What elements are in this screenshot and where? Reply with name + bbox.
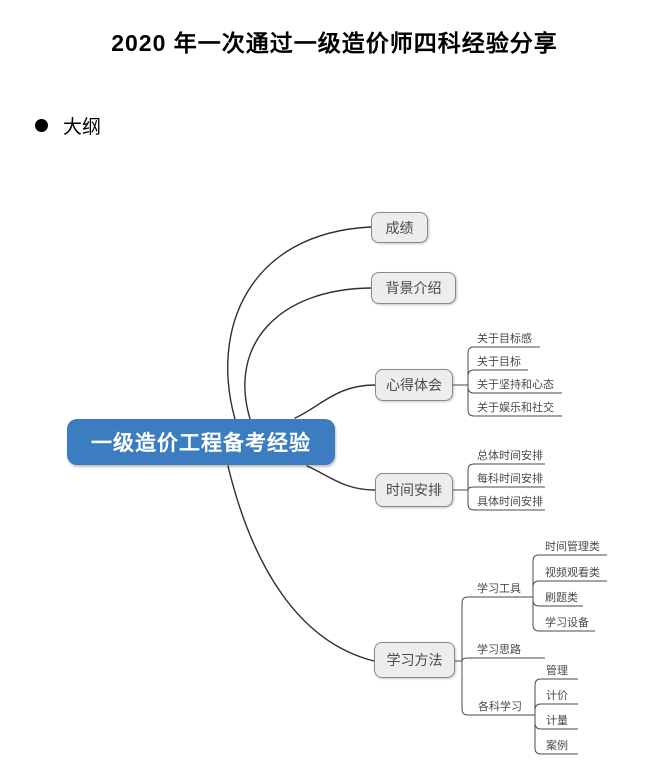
bracket-line xyxy=(467,490,545,511)
bracket-line xyxy=(461,596,533,661)
bracket-line xyxy=(467,463,545,490)
leaf-measurement: 计量 xyxy=(546,715,568,727)
outline-label: 大纲 xyxy=(63,117,102,138)
bracket-line xyxy=(467,369,528,385)
root-node: 一级造价工程备考经验 xyxy=(67,419,335,465)
connector-root-schedule xyxy=(306,465,376,491)
bracket-line xyxy=(532,597,595,632)
leaf-question-drills: 刷题类 xyxy=(545,592,578,604)
connector-root-insights xyxy=(294,384,376,419)
subject-study-bracket xyxy=(534,678,578,755)
methods-bracket xyxy=(455,596,545,716)
subbranch-subject-study: 各科学习 xyxy=(478,701,522,713)
bracket-line xyxy=(467,486,545,491)
outline-item: 大纲 xyxy=(35,112,101,139)
leaf-goal-sense: 关于目标感 xyxy=(477,333,532,345)
bracket-line xyxy=(461,661,535,716)
bracket-line xyxy=(534,678,578,715)
leaf-pricing: 计价 xyxy=(546,690,568,702)
bracket-line xyxy=(461,657,545,662)
bracket-line xyxy=(467,346,540,385)
leaf-study-devices: 学习设备 xyxy=(545,617,589,629)
bracket-line xyxy=(467,385,562,417)
insights-bracket xyxy=(453,346,562,417)
branch-score: 成绩 xyxy=(371,212,428,243)
leaf-overall-schedule: 总体时间安排 xyxy=(477,450,543,462)
leaf-case-study: 案例 xyxy=(546,740,568,752)
leaf-management: 管理 xyxy=(546,665,568,677)
subbranch-study-tools: 学习工具 xyxy=(477,583,521,595)
leaf-detailed-schedule: 具体时间安排 xyxy=(477,496,543,508)
leaf-video-watching: 视频观看类 xyxy=(545,567,600,579)
page-title: 2020 年一次通过一级造价师四科经验分享 xyxy=(111,30,558,56)
branch-time-schedule: 时间安排 xyxy=(375,473,453,507)
connector-root-methods xyxy=(227,465,375,662)
schedule-bracket xyxy=(453,463,545,511)
connector-root-score xyxy=(227,226,372,420)
leaf-goals: 关于目标 xyxy=(477,356,521,368)
bracket-line xyxy=(532,554,607,597)
bullet-icon xyxy=(35,119,48,132)
leaf-persistence-mindset: 关于坚持和心态 xyxy=(477,379,554,391)
leaf-time-management: 时间管理类 xyxy=(545,541,600,553)
bracket-line xyxy=(534,703,578,715)
bracket-line xyxy=(532,580,607,597)
branch-study-methods: 学习方法 xyxy=(374,642,455,678)
leaf-fun-social: 关于娱乐和社交 xyxy=(477,402,554,414)
bracket-line xyxy=(534,715,578,755)
branch-insights: 心得体会 xyxy=(375,369,453,401)
study-tools-bracket xyxy=(532,554,607,632)
subbranch-study-approach: 学习思路 xyxy=(477,644,521,656)
leaf-per-subject-schedule: 每科时间安排 xyxy=(477,473,543,485)
connector-root-background xyxy=(244,287,372,420)
branch-background-intro: 背景介绍 xyxy=(371,272,456,304)
root-branch-curves xyxy=(227,226,376,662)
